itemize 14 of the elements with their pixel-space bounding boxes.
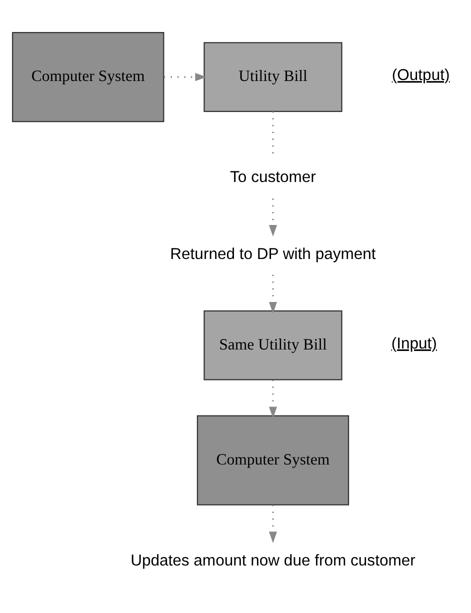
node-box: Utility Bill: [204, 42, 342, 112]
node-box: Same Utility Bill: [204, 310, 342, 380]
node-box: Computer System: [196, 414, 350, 505]
node-box: Computer System: [12, 31, 164, 122]
node-label: (Output): [392, 66, 450, 84]
arrow: [268, 504, 278, 543]
node-text: To customer: [230, 168, 316, 186]
node-text: Updates amount now due from customer: [130, 552, 416, 569]
arrow: [164, 72, 207, 81]
arrow: [268, 274, 278, 313]
node-label: (Input): [391, 334, 437, 352]
arrow: [268, 198, 278, 236]
arrow: [268, 379, 278, 418]
node-text: Returned to DP with payment: [170, 245, 376, 262]
